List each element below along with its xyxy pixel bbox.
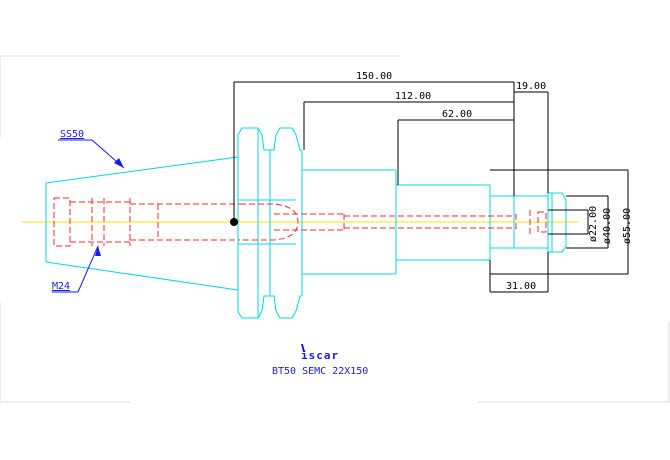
tool-outline [45,127,567,319]
dim-112: 112.00 [395,91,431,102]
callout-arrow-thread [95,246,101,256]
callout-arrow-taper [114,158,124,168]
dim-31: 31.00 [506,281,536,292]
dim-150: 150.00 [356,71,392,82]
brand-logo: iscar [301,344,339,362]
dim-dia-40: ø40.00 [602,208,613,244]
dim-19: 19.00 [516,81,546,92]
callout-thread: M24 [52,281,70,292]
hidden-lines [53,197,547,247]
svg-text:iscar: iscar [301,349,339,362]
dim-62: 62.00 [442,109,472,120]
sheet-border [0,55,670,403]
dim-dia-22: ø22.00 [588,206,599,242]
dim-dia-55: ø55.00 [622,208,633,244]
dimension-lines [233,81,629,293]
callout-taper: SS50 [60,129,84,140]
callout-leaders [52,139,125,293]
part-name: BT50 SEMC 22X150 [272,366,368,377]
